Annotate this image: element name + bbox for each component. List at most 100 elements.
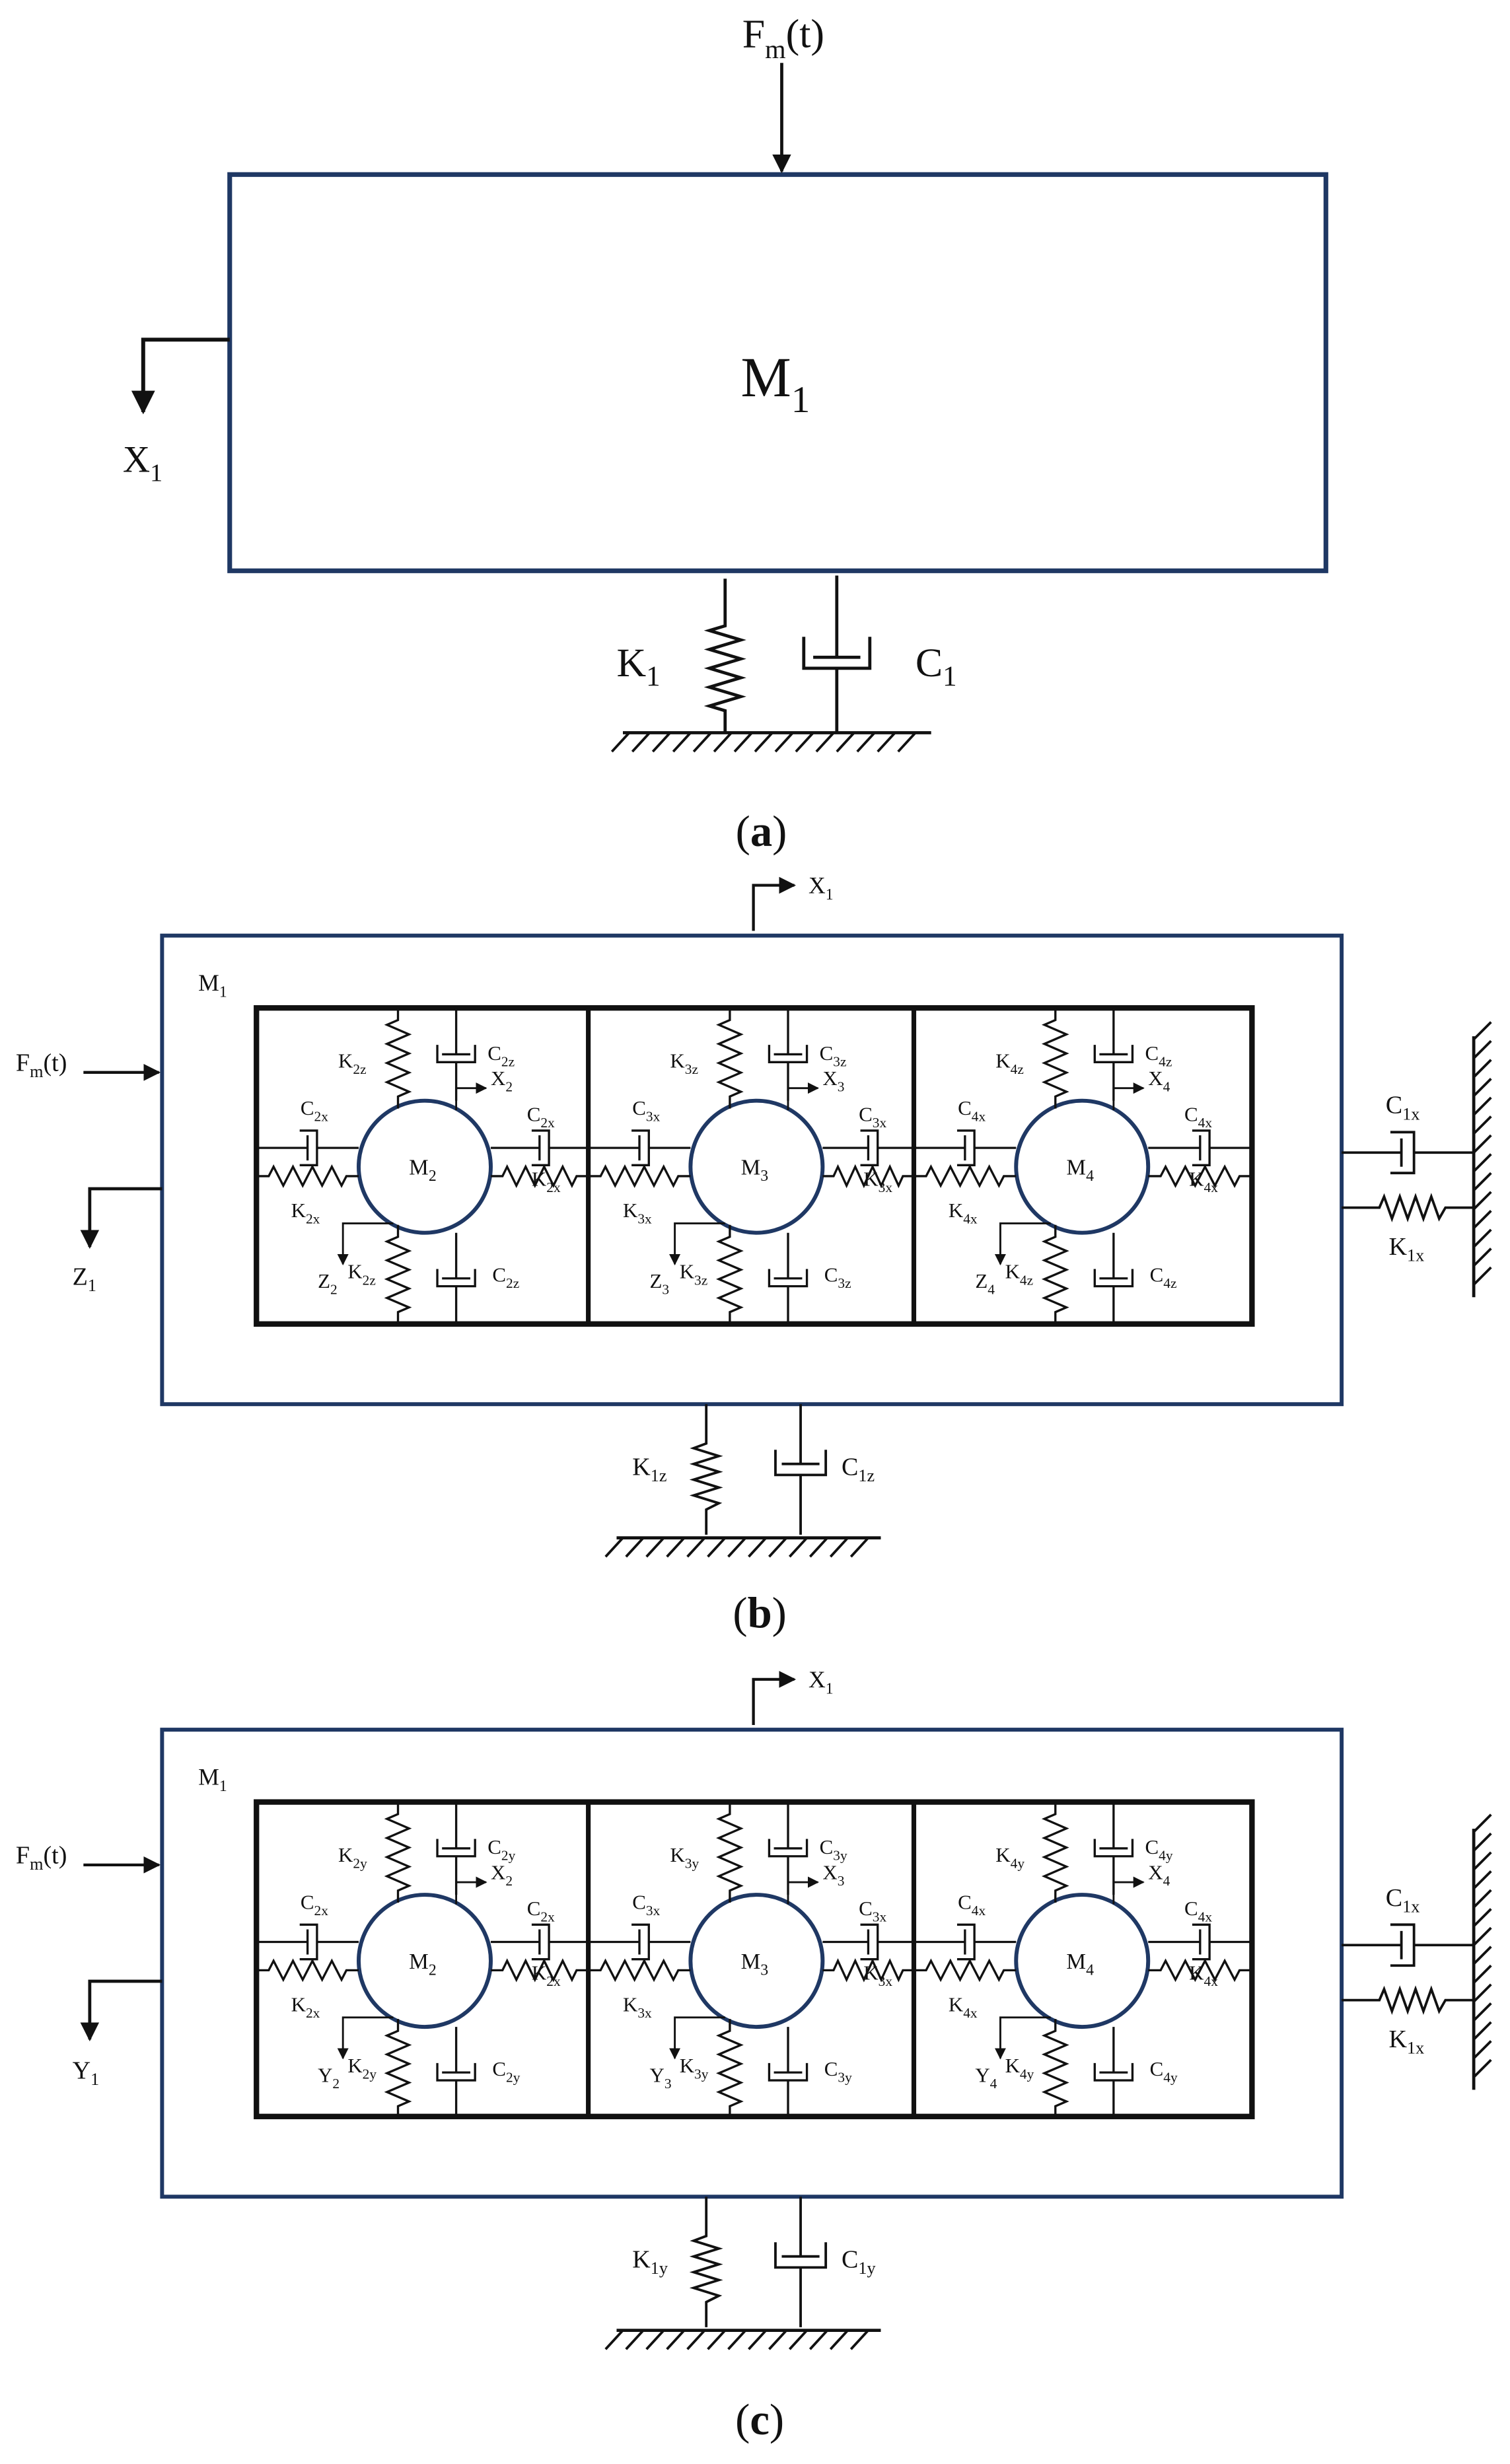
spring-left [914,1958,1017,1983]
outer-frame-m1 [160,933,1344,1407]
spring-left-label: K2x [291,1992,320,2021]
caption-b: (b) [733,1589,786,1637]
v-displacement-arrow [994,1222,1051,1266]
damper-top-label: C4y [1145,1835,1172,1864]
x-displacement-label: X4 [1148,1860,1170,1889]
spring-left-label: K4x [949,1199,978,1227]
x-displacement-arrow [455,1876,487,1905]
damper-right [822,1129,914,1166]
spring-top [716,1008,744,1109]
panel-a: Fm(t) M1 X1 K1 C1 (a) [123,11,1328,856]
damper-left [588,1129,691,1166]
spring-bottom [384,1224,412,1324]
spring-right [490,1958,589,1983]
mass-ball [688,1893,825,2029]
damper-top [768,1008,809,1101]
damper-right [1148,1923,1252,1961]
bottom-damper-label: C1y [842,2245,876,2278]
damper-top-label: C3z [820,1041,847,1070]
right-spring [1342,1193,1474,1222]
spring-left [588,1164,691,1188]
caption-c: (c) [735,2396,784,2444]
outer-frame-m1 [160,1728,1344,2199]
v-displacement-arrow [668,2016,725,2060]
mass-ball [1014,1098,1151,1235]
side-displacement-label: Y1 [73,2057,100,2090]
bottom-damper-label: C1z [842,1453,875,1485]
damper-top [1093,1008,1134,1101]
damper-left [256,1129,359,1166]
mass-label-m1: M1 [741,346,810,421]
right-wall [1472,1021,1492,1298]
top-displacement-arrow [752,876,797,931]
damper-left [914,1923,1017,1961]
right-spring-label: K1x [1389,2025,1425,2058]
mass-label: M2 [409,1156,437,1185]
v-displacement-label: Z4 [975,1269,995,1298]
spring-right [1148,1958,1252,1983]
damper-right-label: C2x [527,1103,555,1131]
displacement-arrow-x1 [131,337,230,415]
force-label: Fm(t) [16,1049,67,1081]
spring-top-label: K2y [338,1843,367,1872]
damper-left-label: C4x [958,1891,986,1919]
damper-bottom [1093,1232,1134,1324]
bottom-spring [689,1404,723,1535]
spring-bottom [384,2019,412,2119]
damper-right-label: C4x [1184,1897,1212,1925]
spring-bottom-label: K2y [347,2054,377,2082]
x-displacement-arrow [787,1082,819,1110]
mass-ball [357,1098,493,1235]
spring-top [1041,1008,1069,1109]
v-displacement-label: Z2 [318,1269,338,1298]
right-damper [1342,1923,1474,1967]
top-displacement-arrow [752,1671,797,1725]
spring-bottom-label: K3y [680,2054,709,2082]
mass-label: M4 [1066,1950,1094,1979]
spring-bottom [1041,2019,1069,2119]
v-displacement-arrow [668,1222,725,1266]
spring-label-k1: K1 [616,641,660,692]
damper-right-label: C4x [1184,1103,1212,1131]
x-displacement-label: X2 [491,1067,513,1095]
x-displacement-label: X3 [822,1067,844,1095]
damper-right [490,1923,589,1961]
spring-right-label: K3x [863,1961,892,1990]
damper-bottom-label: C3y [824,2057,852,2086]
bottom-spring-label: K1y [632,2245,668,2278]
side-displacement-arrow [80,1187,162,1249]
damper-right-label: C3x [859,1897,886,1925]
spring-left-label: K2x [291,1199,320,1227]
ground-a [610,731,931,753]
damper-bottom [768,1232,809,1324]
x-displacement-label: X4 [1148,1067,1170,1095]
right-damper [1342,1131,1474,1175]
right-spring [1342,1985,1474,2015]
damper-top-label: C4z [1145,1041,1172,1070]
spring-right-label: K3x [863,1167,892,1195]
damper-left-label: C3x [632,1891,660,1919]
damper-bottom-label: C2y [492,2057,520,2086]
x-displacement-label: X2 [491,1860,513,1889]
force-label: Fm(t) [16,1841,67,1874]
bottom-spring-label: K1z [632,1453,666,1485]
damper-right-label: C2x [527,1897,555,1925]
damper-top-label: C2z [487,1041,515,1070]
damper-c1 [802,575,872,733]
spring-top [384,1008,412,1109]
panel-c: M1 X1 Fm(t) Y1 C1x K1x [16,1666,1492,2444]
outer-mass-label: M1 [198,969,227,1001]
damper-bottom-label: C2z [492,1263,519,1292]
mass-label: M3 [741,1156,769,1185]
spring-right-label: K4x [1189,1167,1218,1195]
spring-right-label: K4x [1189,1961,1218,1990]
mass-label: M4 [1066,1156,1094,1185]
bottom-damper [774,1404,828,1535]
outer-mass-label: M1 [198,1763,227,1795]
